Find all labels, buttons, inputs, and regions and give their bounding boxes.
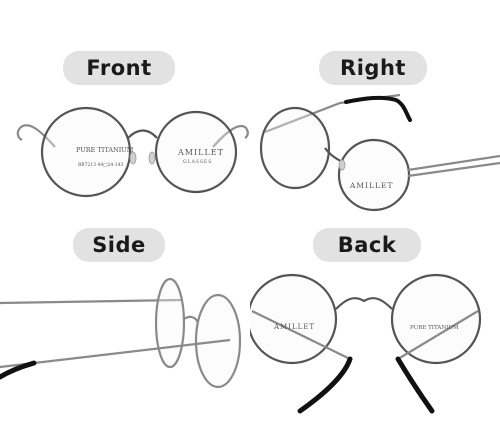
glasses-back-photo: AMILLET PURE TITANIUM [250,273,482,414]
front-model-text: BB7213 44□24-143 [78,162,123,168]
panel-side: Side [0,219,250,438]
back-brand-text: AMILLET [273,323,315,331]
front-brand-sub-text: GLASSES [183,159,212,165]
label-side: Side [73,228,165,262]
panel-right: AMILLET Right [250,0,500,219]
label-front: Front [63,51,175,85]
front-temple-text: PURE TITANIUM [76,146,134,154]
back-temple-text: PURE TITANIUM [410,325,459,331]
front-brand-text: AMILLET [177,148,224,157]
glasses-front-photo: PURE TITANIUM BB7213 44□24-143 AMILLET G… [16,106,249,198]
panel-back: AMILLET PURE TITANIUM Back [250,219,500,438]
right-brand-text: AMILLET [349,181,394,190]
glasses-side-photo [0,277,242,389]
panel-front: PURE TITANIUM BB7213 44□24-143 AMILLET G… [0,0,250,219]
label-back: Back [313,228,421,262]
label-right: Right [319,51,427,85]
glasses-right-photo: AMILLET [259,93,500,212]
